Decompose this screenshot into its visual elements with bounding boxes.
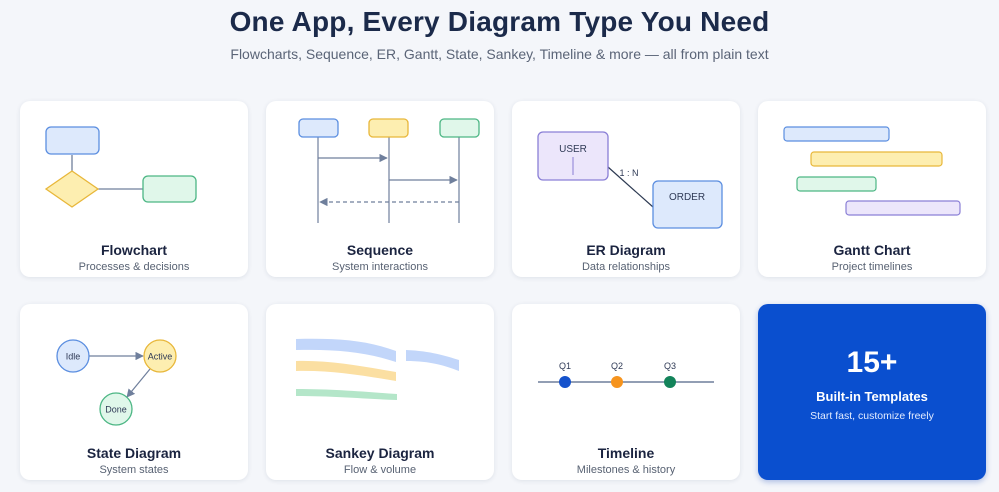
card-sankey-diagram[interactable]: Sankey Diagram Flow & volume — [266, 304, 494, 480]
entity-user-label: USER — [559, 144, 587, 155]
milestone-label: Q3 — [664, 361, 676, 371]
entity-order-label: ORDER — [669, 192, 705, 203]
gantt-task-bar — [796, 176, 877, 192]
sankey-flow — [296, 360, 396, 381]
cardinality-label: 1 : N — [619, 168, 638, 178]
promo-subtitle: Start fast, customize freely — [810, 410, 934, 422]
page-subtitle: Flowcharts, Sequence, ER, Gantt, State, … — [230, 46, 769, 62]
state-node-idle — [56, 339, 90, 373]
participant-box — [368, 118, 409, 138]
entity-user — [537, 131, 609, 181]
sequence-illustration — [298, 118, 480, 223]
card-title: State Diagram — [86, 445, 182, 461]
card-title: Gantt Chart — [833, 242, 911, 258]
sankey-flow — [406, 350, 459, 371]
card-description: Processes & decisions — [78, 261, 190, 273]
card-description: Data relationships — [581, 261, 671, 273]
card-state-diagram[interactable]: Idle Active Done State Diagram System st… — [20, 304, 248, 480]
milestone-label: Q1 — [559, 361, 571, 371]
gantt-task-bar — [783, 126, 890, 142]
card-title: Sequence — [346, 242, 414, 258]
relationship-line — [607, 166, 654, 208]
gantt-task-bar — [845, 200, 961, 216]
sankey-flow — [296, 338, 396, 362]
card-title: Timeline — [597, 445, 655, 461]
card-description: Flow & volume — [343, 464, 417, 476]
state-active-label: Active — [148, 352, 173, 362]
milestone-marker — [559, 376, 571, 388]
card-description: Milestones & history — [576, 464, 676, 476]
flow-decision-node — [44, 170, 100, 208]
card-description: Project timelines — [831, 261, 913, 273]
card-flowchart[interactable]: Flowchart Processes & decisions — [20, 101, 248, 277]
participant-box — [439, 118, 480, 138]
card-timeline[interactable]: Q1 Q2 Q3 Timeline Milestones & history — [512, 304, 740, 480]
promo-title: Built-in Templates — [816, 389, 928, 404]
card-sequence[interactable]: Sequence System interactions — [266, 101, 494, 277]
flow-end-node — [142, 175, 197, 203]
state-node-done — [99, 392, 133, 426]
state-node-active — [143, 339, 177, 373]
page-title: One App, Every Diagram Type You Need — [229, 6, 770, 37]
participant-box — [298, 118, 339, 138]
milestone-marker — [611, 376, 623, 388]
milestone-label: Q2 — [611, 361, 623, 371]
card-gantt-chart[interactable]: Gantt Chart Project timelines — [758, 101, 986, 277]
timeline-illustration: Q1 Q2 Q3 — [538, 361, 714, 388]
state-idle-label: Idle — [66, 352, 81, 362]
flow-process-node — [45, 126, 100, 155]
entity-order — [652, 180, 723, 229]
card-title: ER Diagram — [586, 242, 666, 258]
card-description: System interactions — [332, 261, 428, 273]
sankey-illustration — [296, 338, 459, 400]
sankey-flow — [296, 389, 397, 400]
er-illustration: USER ORDER 1 : N — [537, 131, 723, 229]
flowchart-illustration — [44, 126, 197, 208]
card-description: System states — [99, 464, 169, 476]
card-title: Sankey Diagram — [325, 445, 435, 461]
state-illustration: Idle Active Done — [56, 339, 177, 426]
card-title: Flowchart — [100, 242, 168, 258]
gantt-task-bar — [810, 151, 943, 167]
milestone-marker — [664, 376, 676, 388]
gantt-illustration — [783, 126, 961, 216]
card-er-diagram[interactable]: USER ORDER 1 : N ER Diagram Data relatio… — [512, 101, 740, 277]
template-count: 15+ — [846, 346, 898, 379]
state-transition — [126, 368, 151, 398]
state-done-label: Done — [105, 405, 127, 415]
card-built-in-templates[interactable]: 15+ Built-in Templates Start fast, custo… — [758, 304, 986, 480]
